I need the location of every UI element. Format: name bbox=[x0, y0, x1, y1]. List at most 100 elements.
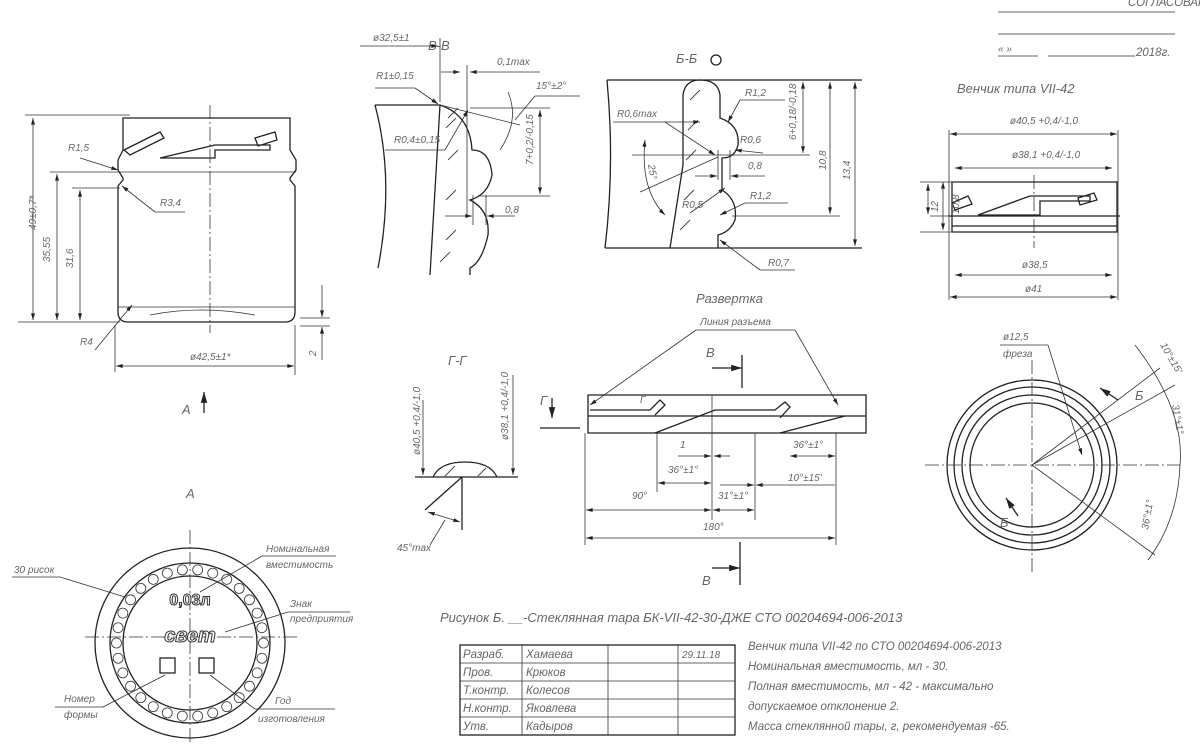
d40-5-label: ø40,5 +0,4/-1,0 bbox=[1010, 116, 1079, 127]
risk-mark bbox=[192, 710, 204, 722]
r0-6-max-label: R0,6max bbox=[617, 109, 658, 120]
mold-label-2: формы bbox=[64, 709, 98, 721]
h10-8-label: 10,8 bbox=[818, 150, 829, 170]
angle-31-label: 31°±1° bbox=[1169, 404, 1185, 436]
risk-mark bbox=[256, 652, 268, 664]
signature-name: Кадыров bbox=[526, 721, 573, 733]
h10-8-finish-label: 10,8 bbox=[951, 194, 962, 214]
r3-4-label: R3,4 bbox=[160, 198, 182, 209]
risks-label: 30 рисок bbox=[14, 565, 56, 576]
nominal-label-2: вместимость bbox=[266, 560, 333, 571]
r0-4-label: R0,4±0,15 bbox=[394, 135, 441, 146]
r1-2-top-label: R1,2 bbox=[745, 88, 767, 99]
risk-mark bbox=[117, 667, 129, 679]
nominal-label-1: Номинальная bbox=[266, 544, 330, 555]
r1-5-label: R1,5 bbox=[68, 143, 90, 154]
jar-main-view: 49±0,7* 35,55 31,6 R1,5 R3,4 R4 ø42,5±1*… bbox=[18, 105, 330, 417]
year-label-2: изготовления bbox=[258, 714, 326, 725]
brand-label-1: Знак bbox=[290, 599, 313, 610]
note-line: Полная вместимость, мл - 42 - максимальн… bbox=[748, 681, 994, 693]
angle-36a-label: 36°±1° bbox=[668, 465, 698, 476]
dim-31-6: 31,6 bbox=[65, 248, 76, 268]
angle-45-label: 45°max bbox=[397, 543, 432, 554]
risk-mark bbox=[117, 607, 129, 619]
signature-date: 29.11.18 bbox=[681, 650, 721, 661]
risk-mark bbox=[256, 622, 268, 634]
r4-label: R4 bbox=[80, 337, 93, 348]
cutter-label: фреза bbox=[1003, 348, 1033, 360]
angle-180-label: 180° bbox=[703, 522, 724, 533]
risk-mark bbox=[233, 582, 245, 594]
w1-label: 1 bbox=[680, 440, 686, 451]
d41-label: ø41 bbox=[1025, 284, 1042, 295]
finish-title: Венчик типа VII-42 bbox=[957, 81, 1075, 96]
h6-label: 6+0,18/-0,18 bbox=[788, 83, 799, 140]
risk-mark bbox=[207, 567, 219, 579]
risk-mark bbox=[221, 573, 233, 585]
section-b-b-title: Б-Б bbox=[676, 51, 698, 66]
risk-mark bbox=[192, 564, 204, 576]
development-view: Развертка Линия разъема В Г Г 1 36°±1° 3… bbox=[540, 291, 867, 588]
r0-5-label: R0,5 bbox=[682, 200, 704, 211]
parting-line-label: Линия разъема bbox=[699, 317, 771, 328]
signature-name: Колесов bbox=[526, 685, 570, 697]
mark-g-inner: Г bbox=[640, 395, 647, 406]
signature-role: Утв. bbox=[462, 721, 489, 733]
max-0-1-label: 0,1max bbox=[497, 57, 531, 68]
section-g-g-title: Г-Г bbox=[448, 353, 467, 368]
view-a-arrow-label: А bbox=[181, 402, 191, 417]
section-v-v: В-В ø32,5±1 0,1max 15°±2° R1±0,15 R0,4±0… bbox=[360, 33, 580, 276]
d38-5-label: ø38,5 bbox=[1022, 260, 1048, 271]
figure-caption: Рисунок Б. __-Стеклянная тара БК-VII-42-… bbox=[440, 610, 903, 625]
signature-role: Н.контр. bbox=[463, 703, 512, 715]
note-line: Масса стеклянной тары, г, рекомендуемая … bbox=[748, 721, 1010, 733]
signature-role: Разраб. bbox=[463, 649, 505, 661]
dim-35-55: 35,55 bbox=[42, 237, 53, 262]
d32-5-label: ø32,5±1 bbox=[373, 33, 410, 44]
d40-5-gg-label: ø40,5 +0,4/-1,0 bbox=[412, 386, 423, 455]
risk-mark bbox=[251, 607, 263, 619]
mark-v-bottom: В bbox=[702, 573, 711, 588]
angle-15-label: 15°±2° bbox=[536, 81, 566, 92]
note-line: Венчик типа VII-42 по СТО 00204694-006-2… bbox=[748, 641, 1002, 653]
risk-mark bbox=[258, 637, 269, 649]
year-box bbox=[198, 657, 215, 674]
risk-mark bbox=[135, 692, 147, 704]
risk-mark bbox=[244, 680, 255, 692]
angle-90-label: 90° bbox=[632, 491, 647, 502]
risk-mark bbox=[112, 622, 124, 634]
angle-10-dev-label: 10°±15' bbox=[788, 473, 823, 484]
note-line: допускаемое отклонение 2. bbox=[748, 701, 899, 713]
signature-role: Пров. bbox=[463, 667, 493, 679]
risk-mark bbox=[135, 582, 147, 594]
signature-name: Крюков bbox=[526, 667, 566, 679]
w0-8-label: 0,8 bbox=[505, 205, 519, 216]
rotation-icon bbox=[710, 54, 722, 66]
view-a: А 0,03л свет 30 рисок Номинальная вмести… bbox=[12, 486, 354, 745]
finish-view: Венчик типа VII-42 ø40,5 +0,4/-1,0 ø38,1… bbox=[920, 81, 1120, 300]
mold-number-box bbox=[159, 657, 176, 674]
r1-label: R1±0,15 bbox=[376, 71, 414, 82]
r0-7-label: R0,7 bbox=[768, 258, 790, 269]
h7-label: 7+0,2/-0,15 bbox=[525, 114, 536, 165]
signature-name: Яковлева bbox=[525, 703, 576, 715]
bottom-risks bbox=[111, 564, 269, 722]
approval-block: СОГЛАСОВАНО « » 2018г. bbox=[998, 0, 1200, 59]
risk-mark bbox=[147, 573, 159, 585]
volume-mark: 0,03л bbox=[169, 592, 210, 609]
dim-bottom: 2 bbox=[308, 350, 319, 357]
view-a-title: А bbox=[185, 486, 195, 501]
angle-31-dev-label: 31°±1° bbox=[718, 491, 748, 502]
dim-diameter: ø42,5±1* bbox=[190, 352, 232, 363]
risk-mark bbox=[161, 707, 173, 719]
risk-mark bbox=[207, 707, 219, 719]
risk-mark bbox=[176, 564, 188, 576]
signature-name: Хамаева bbox=[525, 649, 573, 661]
mold-label-1: Номер bbox=[64, 694, 95, 705]
risk-mark bbox=[161, 567, 173, 579]
brand-logo: свет bbox=[164, 625, 216, 647]
approval-year: 2018г. bbox=[1135, 47, 1170, 59]
signature-role: Т.контр. bbox=[463, 685, 509, 697]
